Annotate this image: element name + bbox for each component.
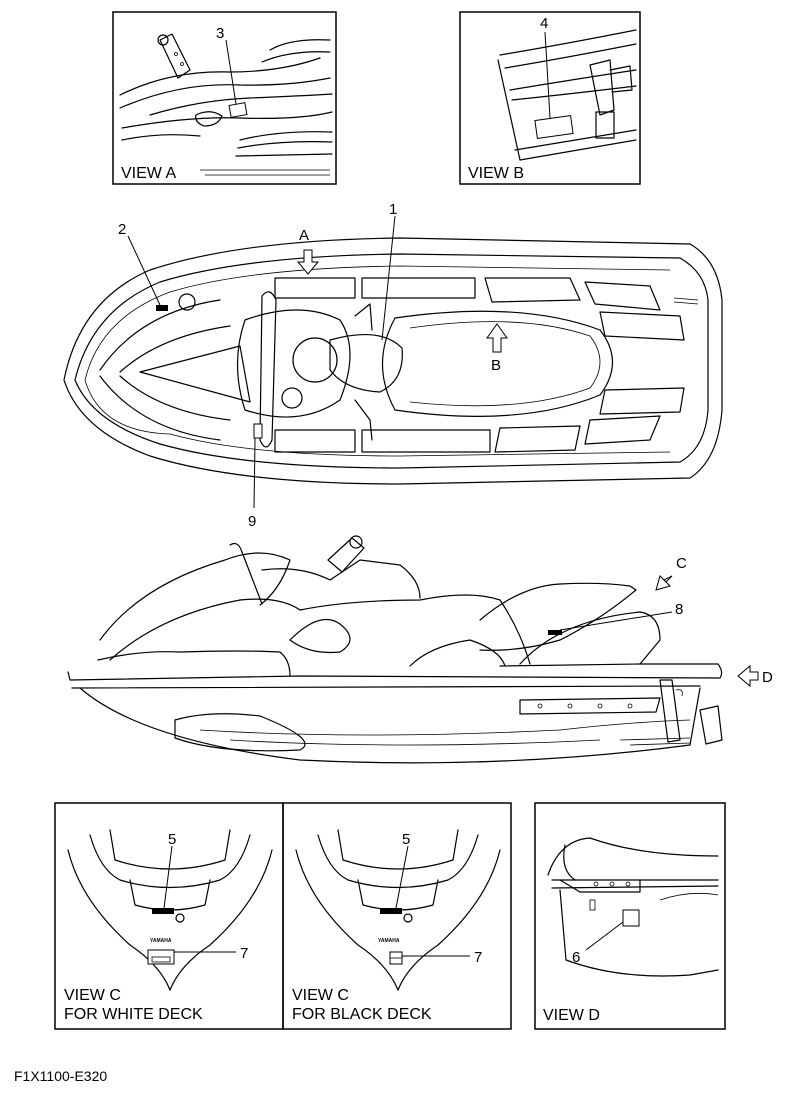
callout-1: 1 [389,201,397,218]
view-a-inset: 3 VIEW A [112,11,337,185]
top-view-craft: 2 1 9 A B [63,201,723,530]
marker-d: D [762,669,773,686]
view-c-black-label-1: VIEW C [292,987,349,1004]
callout-9: 9 [248,513,256,530]
diagram-code: F1X1100-E320 [14,1068,107,1084]
brand-mark-white: YAMAHA [150,938,172,944]
side-view-craft: 8 C D [67,535,773,764]
bottom-views: YAMAHA 7 5 VIEW C FOR WHITE DECK YAMAHA … [54,802,726,1030]
view-b-frame [459,11,641,185]
view-c-white: YAMAHA 7 5 VIEW C FOR WHITE DECK [64,829,273,1023]
marker-b: B [491,357,501,374]
view-a-frame [112,11,337,185]
callout-5-white: 5 [168,831,176,848]
brand-mark-black: YAMAHA [378,938,400,944]
callout-6: 6 [572,949,580,966]
view-d-label: VIEW D [543,1007,600,1024]
callout-3: 3 [216,25,224,42]
marker-a: A [299,227,309,244]
marker-c: C [676,555,687,572]
callout-4: 4 [540,15,548,32]
view-c-black: YAMAHA 7 5 VIEW C FOR BLACK DECK [292,829,501,1023]
view-d-frame [534,802,726,1030]
callout-7-white: 7 [240,945,248,962]
view-c-black-frame [282,802,512,1030]
view-c-white-label-1: VIEW C [64,987,121,1004]
callout-5-black: 5 [402,831,410,848]
callout-7-black: 7 [474,949,482,966]
view-c-black-label-2: FOR BLACK DECK [292,1006,432,1023]
view-d: 6 VIEW D [543,837,719,1024]
callout-8: 8 [675,601,683,618]
view-a-label: VIEW A [121,165,176,182]
view-b-label: VIEW B [468,165,524,182]
view-c-white-label-2: FOR WHITE DECK [64,1006,203,1023]
callout-2: 2 [118,221,126,238]
view-b-inset: 4 VIEW B [459,11,641,185]
